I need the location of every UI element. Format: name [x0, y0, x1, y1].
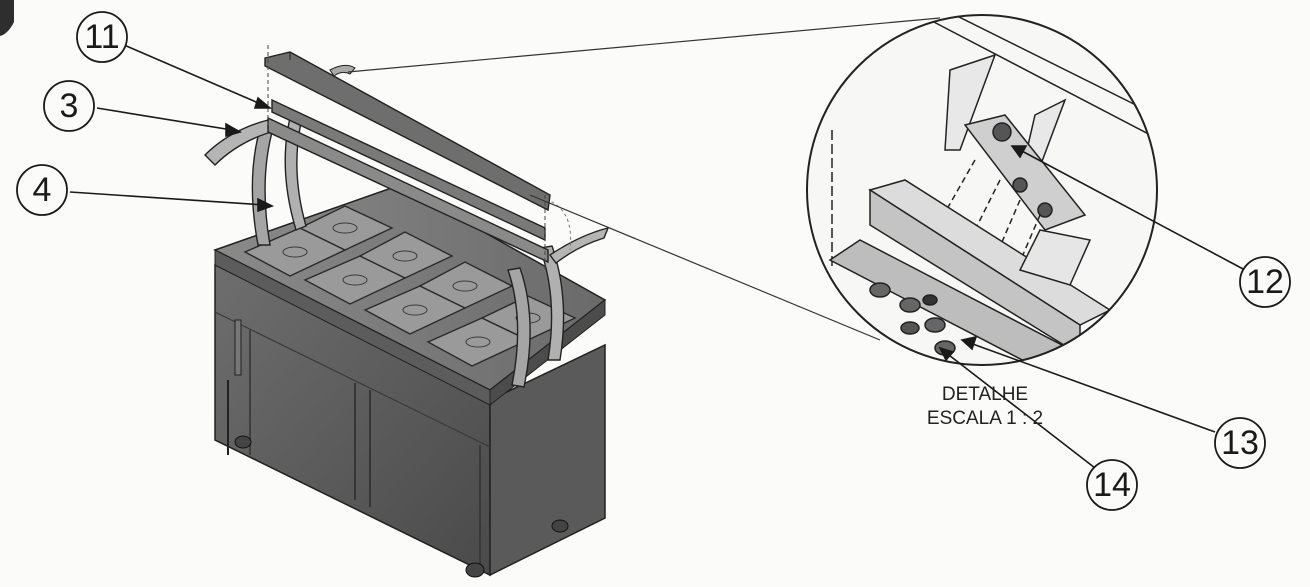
callout-11-circle — [76, 11, 128, 63]
callout-12-label: 12 — [1246, 263, 1284, 301]
callout-13-label: 13 — [1221, 424, 1259, 462]
callout-14-circle — [1086, 459, 1138, 511]
callout-4-label: 4 — [33, 171, 52, 209]
detail-scale: ESCALA 1 : 2 — [927, 408, 1043, 429]
corner-mark — [0, 0, 14, 36]
leader-line-3 — [96, 107, 233, 131]
gantry-structure — [204, 45, 610, 388]
leader-line-12 — [1019, 149, 1246, 271]
callout-4-circle — [16, 164, 68, 216]
detail-view — [347, 14, 1158, 366]
leader-line-11 — [123, 44, 271, 109]
arrowhead-13 — [960, 335, 978, 351]
callout-14-label: 14 — [1093, 466, 1131, 504]
arrowhead-14 — [938, 346, 955, 362]
arrowhead-11 — [253, 96, 273, 109]
callout-11-label: 11 — [84, 18, 119, 56]
callout-12-circle — [1239, 256, 1291, 308]
arrowhead-12 — [1010, 145, 1028, 159]
detail-title: DETALHE — [942, 384, 1028, 405]
leader-line-14 — [944, 351, 1096, 469]
arrowhead-3 — [225, 122, 243, 138]
leader-line-13 — [969, 342, 1216, 433]
arrowhead-4 — [257, 197, 275, 213]
callout-3-label: 3 — [60, 87, 79, 125]
leader-line-4 — [69, 191, 266, 206]
callout-3-circle — [43, 80, 95, 132]
callout-13-circle — [1214, 417, 1266, 469]
